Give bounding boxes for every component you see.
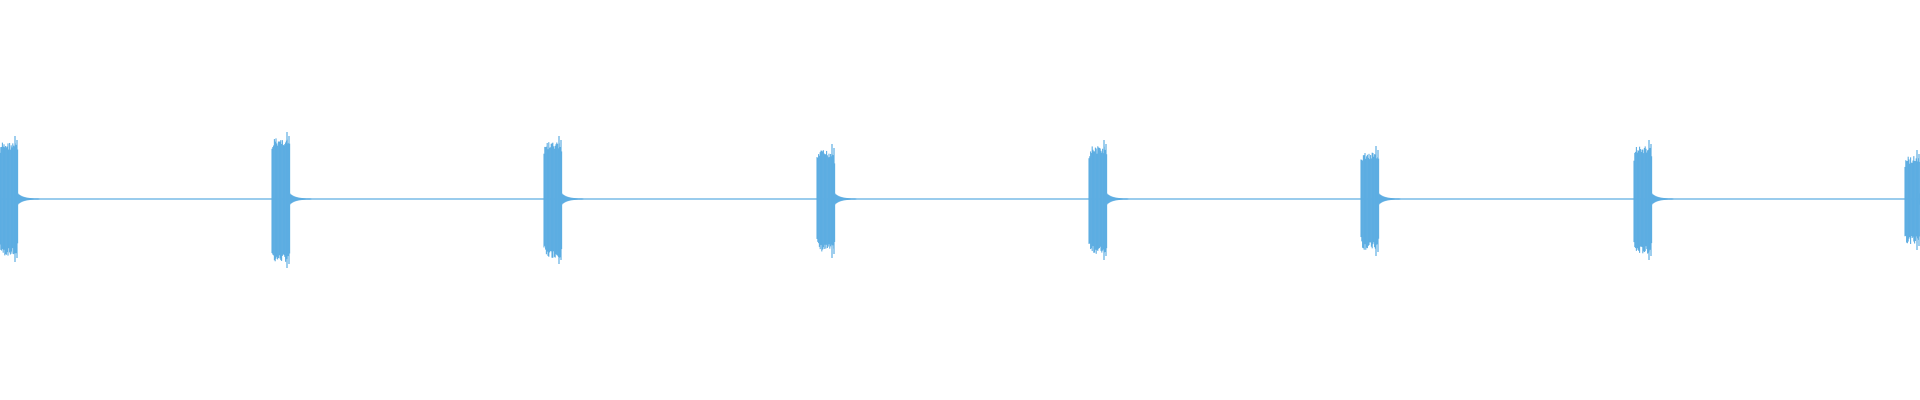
waveform-burst bbox=[0, 136, 40, 262]
waveform-burst bbox=[1088, 140, 1129, 260]
waveform-burst bbox=[1633, 140, 1674, 260]
waveform-strokes bbox=[0, 132, 1920, 268]
waveform-burst bbox=[543, 136, 584, 264]
waveform-burst bbox=[1904, 150, 1920, 250]
waveform-burst bbox=[816, 144, 857, 258]
waveform-burst bbox=[271, 132, 312, 268]
waveform-burst bbox=[1360, 146, 1401, 256]
